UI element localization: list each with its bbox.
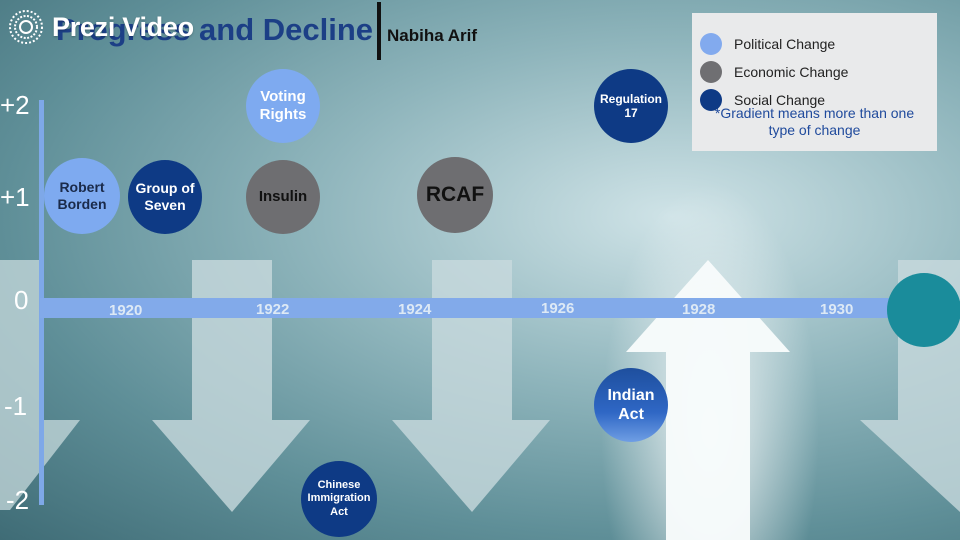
legend-item-economic: Economic Change bbox=[700, 61, 848, 83]
event-label: Regulation 17 bbox=[600, 91, 662, 120]
legend-item-social: Social Change bbox=[700, 89, 825, 111]
event-robert-borden[interactable]: Robert Borden bbox=[44, 158, 120, 234]
year-label: 1926 bbox=[541, 300, 575, 317]
year-label: 1924 bbox=[398, 301, 432, 318]
year-label: 1928 bbox=[682, 301, 716, 318]
y-label-zero: 0 bbox=[14, 285, 29, 315]
event-label: Insulin bbox=[258, 188, 308, 205]
year-label: 1922 bbox=[256, 301, 290, 318]
event-label: Indian Act bbox=[607, 386, 655, 423]
event-insulin[interactable]: Insulin bbox=[246, 160, 320, 234]
event-indian-act[interactable]: Indian Act bbox=[594, 368, 668, 442]
author-name: Nabiha Arif bbox=[387, 26, 478, 45]
event-rcaf[interactable]: RCAF bbox=[417, 157, 493, 233]
event-label: Voting Rights bbox=[259, 88, 307, 123]
social-dot-icon bbox=[700, 89, 722, 111]
political-dot-icon bbox=[700, 33, 722, 55]
timeline-axis bbox=[40, 298, 920, 318]
page-title: Progress and Decline bbox=[56, 12, 374, 47]
y-label-minus-2: -2 bbox=[6, 485, 30, 515]
title-divider bbox=[377, 2, 381, 60]
y-label-minus-1: -1 bbox=[4, 391, 28, 421]
brand-name: Prezi Video bbox=[52, 11, 194, 42]
down-arrow-1 bbox=[152, 260, 310, 512]
up-arrow bbox=[626, 260, 790, 540]
legend-label: Economic Change bbox=[734, 64, 849, 80]
legend-label: Political Change bbox=[734, 36, 836, 52]
prezi-logo-icon bbox=[9, 10, 43, 44]
legend: Political Change Economic Change Social … bbox=[692, 13, 937, 151]
year-label: 1930 bbox=[820, 301, 854, 318]
legend-item-political: Political Change bbox=[700, 33, 835, 55]
event-voting-rights[interactable]: Voting Rights bbox=[246, 69, 320, 143]
legend-note: *Gradient means more than one type of ch… bbox=[714, 105, 915, 138]
economic-dot-icon bbox=[700, 61, 722, 83]
event-label: Chinese Immigration Act bbox=[307, 479, 371, 518]
brand-overlay: Prezi Video bbox=[52, 9, 194, 45]
event-label: RCAF bbox=[425, 183, 485, 207]
event-group-of-seven[interactable]: Group of Seven bbox=[128, 160, 202, 234]
down-arrow-2 bbox=[392, 260, 550, 512]
y-label-plus-2: +2 bbox=[0, 90, 30, 120]
event-regulation-17[interactable]: Regulation 17 bbox=[594, 69, 668, 143]
event-label: Robert Borden bbox=[57, 179, 107, 212]
year-label: 1920 bbox=[109, 302, 143, 319]
legend-label: Social Change bbox=[734, 92, 826, 108]
y-label-plus-1: +1 bbox=[0, 182, 30, 212]
timeline-end-marker bbox=[887, 273, 960, 347]
prezi-video-brand bbox=[8, 9, 44, 45]
event-chinese-immigration-act[interactable]: Chinese Immigration Act bbox=[301, 461, 377, 537]
event-label: Group of Seven bbox=[135, 180, 195, 213]
